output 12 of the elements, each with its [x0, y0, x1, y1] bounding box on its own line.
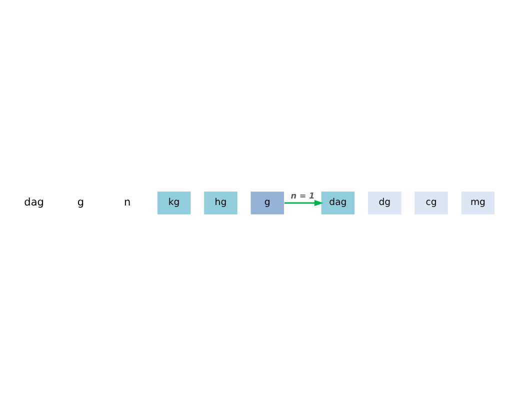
label: n — [124, 196, 131, 208]
node-box: mg — [460, 190, 496, 214]
edge-label: n = 1 — [290, 190, 315, 200]
label: dag — [24, 196, 44, 208]
node-box: g — [250, 190, 285, 214]
node-box: hg — [204, 190, 238, 214]
node-box: dag — [320, 190, 356, 214]
node-box: kg — [156, 190, 192, 214]
node-box: cg — [414, 190, 448, 214]
label: g — [77, 196, 84, 208]
arrow — [284, 199, 324, 206]
node-box: dg — [367, 190, 402, 214]
